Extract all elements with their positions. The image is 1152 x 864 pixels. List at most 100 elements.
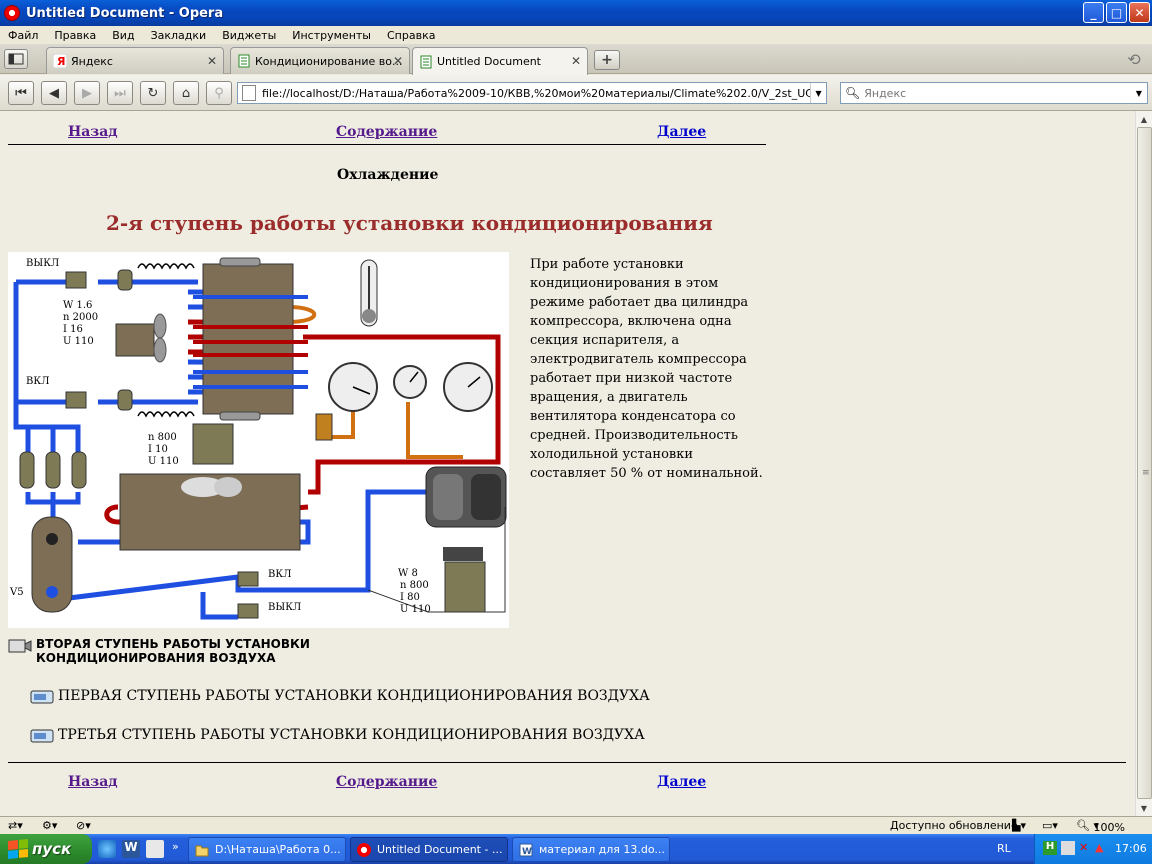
reload-button[interactable]: ↻ [140,81,166,105]
first-stage-link[interactable]: ПЕРВАЯ СТУПЕНЬ РАБОТЫ УСТАНОВКИ КОНДИЦИО… [30,688,650,705]
word-icon[interactable]: W [122,840,140,858]
taskbar-item-word[interactable]: W материал для 13.do... [512,837,670,862]
tab-yandex[interactable]: Я Яндекс ✕ [46,47,224,74]
pump-motor [192,423,234,465]
tab-untitled-document[interactable]: Untitled Document ✕ [412,47,588,75]
menu-help[interactable]: Справка [386,28,436,42]
quicklaunch-more-icon[interactable]: » [172,840,179,853]
video-camera-icon [8,639,32,653]
minimize-button[interactable]: _ [1083,2,1104,23]
nav-next-link[interactable]: Далее [657,774,707,790]
wand-button[interactable]: ⚲ [206,81,232,105]
opera-logo-icon [4,5,20,21]
solenoid-valves [19,269,259,619]
network-tray-icon[interactable] [1061,841,1075,855]
navigation-toolbar: ⏮ ◀ ▶ ⏭ ↻ ⌂ ⚲ ▼ 🔍︎ ▼ [0,75,1152,111]
page-icon [420,55,432,68]
network-icon[interactable]: ⚙▾ [42,819,58,832]
third-stage-label: ТРЕТЬЯ СТУПЕНЬ РАБОТЫ УСТАНОВКИ КОНДИЦИО… [58,727,645,743]
taskbar-item-explorer[interactable]: D:\Наташа\Работа 0... [188,837,346,862]
menu-bookmarks[interactable]: Закладки [150,28,207,42]
refrigeration-schematic: ВЫКЛ W 1.6 n 2000 I 16 U 110 ВКЛ n 800 I… [8,252,509,628]
label-motor-i: I 80 [400,592,420,603]
close-tab-icon[interactable]: ✕ [392,54,403,68]
receiver-tank [31,516,73,613]
new-tab-button[interactable]: + [594,50,620,70]
update-available-text[interactable]: Доступно обновление [890,819,1018,832]
label-v5: V5 [9,587,24,598]
search-engine-dropdown-icon[interactable]: ▼ [1135,88,1143,98]
close-button[interactable]: ✕ [1129,2,1150,23]
tray-app-icon[interactable]: H [1043,841,1057,855]
page-icon [242,85,256,101]
taskbar-item-opera[interactable]: Untitled Document - ... [350,837,508,862]
trash-icon[interactable]: ⟲ [1127,49,1141,69]
page-content: Назад Содержание Далее Охлаждение 2-я ст… [0,111,1135,816]
menu-file[interactable]: Файл [8,28,39,42]
nav-contents-link[interactable]: Содержание [336,124,438,140]
nav-contents-link[interactable]: Содержание [336,774,438,790]
label-off-top: ВЫКЛ [26,258,59,269]
scroll-up-icon[interactable]: ▲ [1140,114,1148,124]
third-stage-link[interactable]: ТРЕТЬЯ СТУПЕНЬ РАБОТЫ УСТАНОВКИ КОНДИЦИО… [30,727,645,744]
maximize-button[interactable]: □ [1106,2,1127,23]
search-bar[interactable]: 🔍︎ ▼ [840,82,1148,104]
antivirus-tray-icon[interactable]: ✕ [1079,841,1089,854]
language-indicator[interactable]: RL [997,842,1011,855]
condenser-block [202,263,294,415]
vertical-scrollbar[interactable]: ▲ ≡ ▼ [1135,111,1152,816]
nav-back-link[interactable]: Назад [68,124,118,140]
system-tray: H ✕ ▲ 17:06 [1034,834,1152,864]
window-titlebar[interactable]: Untitled Document - Opera _ □ ✕ [0,0,1152,26]
clock[interactable]: 17:06 [1115,842,1147,855]
rewind-button[interactable]: ⏮ [8,81,34,105]
ie-icon[interactable] [98,840,116,858]
menu-edit[interactable]: Правка [54,28,97,42]
address-input[interactable] [262,86,810,100]
address-bar[interactable]: ▼ [237,82,827,104]
close-tab-icon[interactable]: ✕ [206,54,217,68]
coil-bottom [137,411,195,418]
coil-top [137,263,195,270]
address-dropdown-icon[interactable]: ▼ [810,83,826,103]
view-icon[interactable]: ▭▾ [1042,819,1058,832]
video-camera-icon [30,690,54,704]
alert-tray-icon[interactable]: ▲ [1095,841,1104,854]
start-button[interactable]: пуск [0,834,92,864]
mode-description: При работе установки кондиционирования в… [530,257,763,481]
pressure-switch [315,413,333,441]
back-button[interactable]: ◀ [41,81,67,105]
current-stage-label: ВТОРАЯ СТУПЕНЬ РАБОТЫ УСТАНОВКИ КОНДИЦИО… [36,637,310,665]
home-button[interactable]: ⌂ [173,81,199,105]
svg-text:Я: Я [57,55,65,68]
zoom-control[interactable]: 🔍︎ 100% ▾ [1076,819,1125,834]
menu-tools[interactable]: Инструменты [292,28,371,42]
menu-widgets[interactable]: Виджеты [222,28,277,42]
update-icon[interactable]: ▙▾ [1012,819,1026,832]
sync-icon[interactable]: ⇄▾ [8,819,23,832]
forward-button[interactable]: ▶ [74,81,100,105]
page-title: 2-я ступень работы установки кондиционир… [106,211,713,235]
tab-conditioning[interactable]: Кондиционирование во... ✕ [230,47,410,74]
calculator-icon[interactable] [146,840,164,858]
panel-toggle-button[interactable] [4,49,28,69]
zoom-level: 100% [1093,821,1125,834]
content-blocker-icon[interactable]: ⊘▾ [76,819,91,832]
opera-icon [357,842,371,857]
search-input[interactable] [860,86,1131,100]
nav-back-link[interactable]: Назад [68,774,118,790]
scroll-down-icon[interactable]: ▼ [1140,803,1148,813]
fan-drive-motor [444,561,486,613]
scroll-thumb[interactable]: ≡ [1137,127,1152,799]
tab-label: Яндекс [71,54,113,68]
label-motor-n: n 800 [400,580,429,591]
menu-view[interactable]: Вид [112,28,135,42]
tab-label: Кондиционирование во... [255,54,403,68]
current-stage-item[interactable]: ВТОРАЯ СТУПЕНЬ РАБОТЫ УСТАНОВКИ КОНДИЦИО… [8,637,478,665]
fast-forward-button[interactable]: ⏭ [107,81,133,105]
fan-motor [115,323,155,357]
back-arrow-icon: ◀ [49,85,59,101]
nav-next-link[interactable]: Далее [657,124,707,140]
close-tab-icon[interactable]: ✕ [570,54,581,68]
taskbar-item-label: материал для 13.do... [539,843,665,856]
